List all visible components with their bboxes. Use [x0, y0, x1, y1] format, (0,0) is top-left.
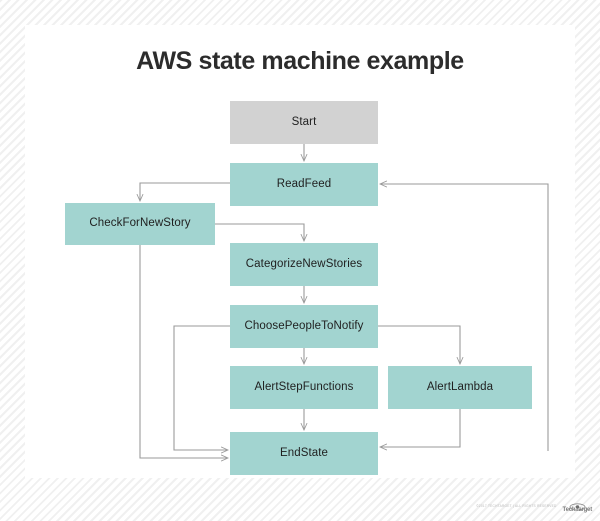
- node-alertlambda[interactable]: AlertLambda: [388, 366, 532, 409]
- node-alertstepfunctions[interactable]: AlertStepFunctions: [230, 366, 378, 409]
- node-choosepeopletonotify[interactable]: ChoosePeopleToNotify: [230, 305, 378, 348]
- edge-checknew-categorize: [215, 223, 304, 241]
- edge-checknew-endstate: [139, 245, 228, 458]
- edge-alertlambda-endstate: [380, 409, 461, 447]
- node-label: CheckForNewStory: [89, 217, 191, 230]
- node-label: ChoosePeopleToNotify: [244, 319, 364, 332]
- node-label: ReadFeed: [276, 177, 332, 190]
- eye-icon-svg: [569, 502, 586, 511]
- edge-endstate-readfeed: [380, 184, 549, 451]
- node-label: AlertStepFunctions: [254, 380, 354, 393]
- edge-choose-alertlambda: [378, 325, 460, 364]
- techtarget-logo: TechTarget: [563, 499, 592, 513]
- node-label: AlertLambda: [426, 380, 494, 393]
- edge-readfeed-checknew: [140, 182, 230, 201]
- node-checkfornewstory[interactable]: CheckForNewStory: [65, 203, 215, 245]
- node-start[interactable]: Start: [230, 101, 378, 144]
- node-label: CategorizeNewStories: [245, 257, 363, 270]
- node-label: EndState: [279, 446, 329, 459]
- eye-icon: [569, 499, 586, 511]
- copyright-text: ©2017 TECHTARGET | ALL RIGHTS RESERVED: [476, 503, 557, 508]
- node-endstate[interactable]: EndState: [230, 432, 378, 475]
- node-readfeed[interactable]: ReadFeed: [230, 163, 378, 206]
- footer-watermark: ©2017 TECHTARGET | ALL RIGHTS RESERVED T…: [476, 499, 592, 513]
- edge-choose-endstate: [173, 325, 230, 450]
- node-label: Start: [291, 115, 317, 128]
- node-categorizenewstories[interactable]: CategorizeNewStories: [230, 243, 378, 286]
- page-title: AWS state machine example: [136, 47, 464, 75]
